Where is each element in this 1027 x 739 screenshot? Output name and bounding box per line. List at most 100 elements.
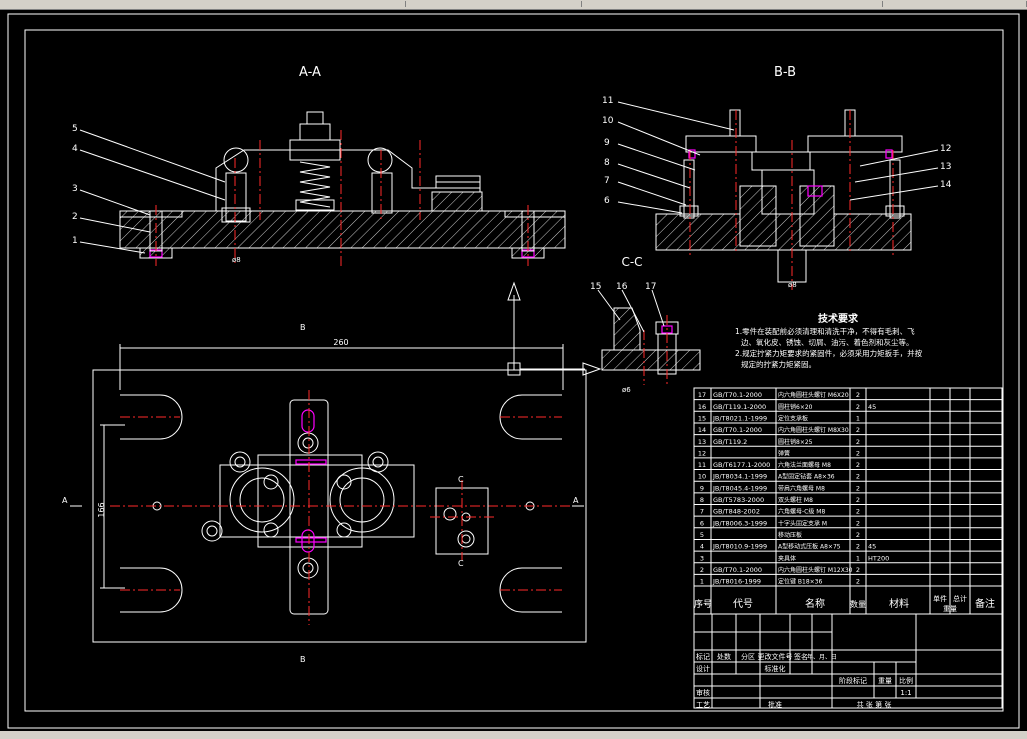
bom-header-material: 材料 <box>889 597 909 610</box>
bom-cell-code: JB/T8006.3-1999 <box>712 519 767 527</box>
bom-cell-qty: 2 <box>856 566 860 574</box>
bb-callout-12: 12 <box>940 144 951 154</box>
bom-cell-code: JB/T8045.4-1999 <box>712 484 767 492</box>
bom-cell-no: 5 <box>700 531 704 539</box>
tech-req-title: 技术要求 <box>818 312 859 325</box>
toolbar-segment <box>582 1 883 7</box>
bom-cell-code: GB/T70.1-2000 <box>713 391 762 399</box>
bom-cell-no: 15 <box>698 414 706 422</box>
tb-sheets: 共 张 第 张 <box>857 700 892 709</box>
tb-mark: 标记 <box>696 652 710 661</box>
bom-cell-code: JB/T8016-1999 <box>712 578 761 586</box>
bom-cell-code: GB/T70.1-2000 <box>713 426 762 434</box>
bb-dim-text: ø8 <box>788 281 797 289</box>
aa-dim-text: ø8 <box>232 256 241 264</box>
section-mark-b-bottom: B <box>300 655 306 664</box>
cc-callout-15: 15 <box>590 282 601 292</box>
view-label-cc: C-C <box>621 255 642 269</box>
outer-frame <box>7 13 1020 729</box>
bb-callout-6: 6 <box>604 196 610 206</box>
bom-cell-name: 带肩六角螺母 M8 <box>778 484 825 492</box>
bom-cell-no: 10 <box>698 473 706 481</box>
bom-cell-code: GB/T6177.1-2000 <box>713 461 770 469</box>
section-view-cc: C-C ø6 15 16 17 <box>590 255 701 394</box>
bb-callout-11: 11 <box>602 96 613 106</box>
toolbar-segment <box>883 1 1027 7</box>
bom-cell-code: JB/T8034.1-1999 <box>712 473 767 481</box>
bom-cell-name: 双头螺柱 M8 <box>778 496 813 504</box>
bb-callouts-right: 12 13 14 <box>849 144 952 201</box>
tb-change-no: 更改文件号 <box>758 652 793 661</box>
bb-callout-14: 14 <box>940 180 952 190</box>
section-mark-a-right: A <box>573 496 579 505</box>
bom-cell-no: 7 <box>700 508 704 516</box>
tb-stage-mark: 阶段标记 <box>839 676 867 685</box>
bom-cell-name: 定位支承板 <box>778 414 808 422</box>
section-mark-c-bottom: C <box>458 559 464 568</box>
bom-cell-qty: 2 <box>856 449 860 457</box>
section-view-aa: A-A ø8 <box>72 65 566 266</box>
bom-cell-name: A型移动式压板 A8×75 <box>778 543 841 551</box>
direction-arrow-indicator <box>507 281 602 376</box>
bom-cell-name: 移动压板 <box>778 531 802 539</box>
tech-req-line-1: 1.零件在装配前必须清理和清洗干净，不得有毛刺、飞 <box>735 326 915 336</box>
section-mark-b-top: B <box>300 323 306 332</box>
toolbar-segment <box>0 1 406 7</box>
view-label-aa: A-A <box>299 65 321 80</box>
bom-header-code: 代号 <box>733 598 753 610</box>
bom-cell-qty: 2 <box>856 426 860 434</box>
bb-callout-9: 9 <box>604 138 610 148</box>
tb-scale-value: 1:1 <box>900 689 911 697</box>
bb-callout-7: 7 <box>604 176 610 186</box>
view-label-bb: B-B <box>774 65 796 80</box>
bom-cell-name: 六角螺母-C级 M8 <box>778 508 825 516</box>
bom-header-qty: 数量 <box>850 599 866 609</box>
bom-cell-material: 45 <box>868 403 876 411</box>
bom-cell-no: 12 <box>698 449 706 457</box>
bom-header-weight: 重量 <box>943 605 957 613</box>
bom-cell-no: 2 <box>700 566 704 574</box>
tb-process: 工艺 <box>696 701 710 709</box>
bom-cell-name: 弹簧 <box>778 449 790 457</box>
bb-callout-8: 8 <box>604 158 610 168</box>
tech-req-line-4: 规定的拧紧力矩紧固。 <box>741 359 816 369</box>
dim-height: 166 <box>97 502 106 517</box>
inner-frame <box>24 29 1004 712</box>
tb-designer: 设计 <box>696 664 710 673</box>
bom-cell-qty: 2 <box>856 484 860 492</box>
bom-cell-name: 圆柱销6×20 <box>778 403 813 411</box>
section-mark-a-left: A <box>62 496 68 505</box>
bom-cell-no: 14 <box>698 426 706 434</box>
bom-cell-name: 内六角圆柱头螺钉 M12X30 <box>778 566 853 574</box>
cc-callout-17: 17 <box>645 282 656 292</box>
bom-cell-name: 十字头固定支承 M <box>778 519 827 527</box>
bom-cell-qty: 2 <box>856 461 860 469</box>
application-toolbar-strip <box>0 0 1027 10</box>
bb-callout-13: 13 <box>940 162 951 172</box>
bom-cell-qty: 2 <box>856 519 860 527</box>
bom-cell-qty: 2 <box>856 578 860 586</box>
bom-cell-code: GB/T848-2002 <box>713 508 760 516</box>
aa-callout-2: 2 <box>72 212 78 222</box>
bom-cell-qty: 2 <box>856 403 860 411</box>
bom-cell-no: 16 <box>698 403 706 411</box>
bom-cell-qty: 2 <box>856 438 860 446</box>
bom-cell-code: JB/T8010.9-1999 <box>712 543 767 551</box>
bom-header-total: 总计 <box>953 594 967 603</box>
cc-callout-16: 16 <box>616 282 628 292</box>
bb-callout-10: 10 <box>602 116 614 126</box>
bom-cell-qty: 2 <box>856 531 860 539</box>
cad-drawing-canvas[interactable]: A-A ø8 <box>0 10 1027 731</box>
bom-cell-no: 6 <box>700 519 704 527</box>
tb-review: 审核 <box>696 688 710 697</box>
bom-cell-no: 1 <box>700 578 704 586</box>
tb-weight: 重量 <box>878 677 892 685</box>
bom-cell-name: 六角法兰面螺母 M8 <box>778 461 831 469</box>
bom-cell-no: 9 <box>700 484 704 492</box>
bom-cell-no: 3 <box>700 554 704 562</box>
bom-cell-code: GB/T70.1-2000 <box>713 566 762 574</box>
cc-callouts: 15 16 17 <box>590 282 665 333</box>
plan-view: 260 166 A A B B C C <box>62 323 587 664</box>
bom-cell-name: 圆柱销8×25 <box>778 438 813 446</box>
